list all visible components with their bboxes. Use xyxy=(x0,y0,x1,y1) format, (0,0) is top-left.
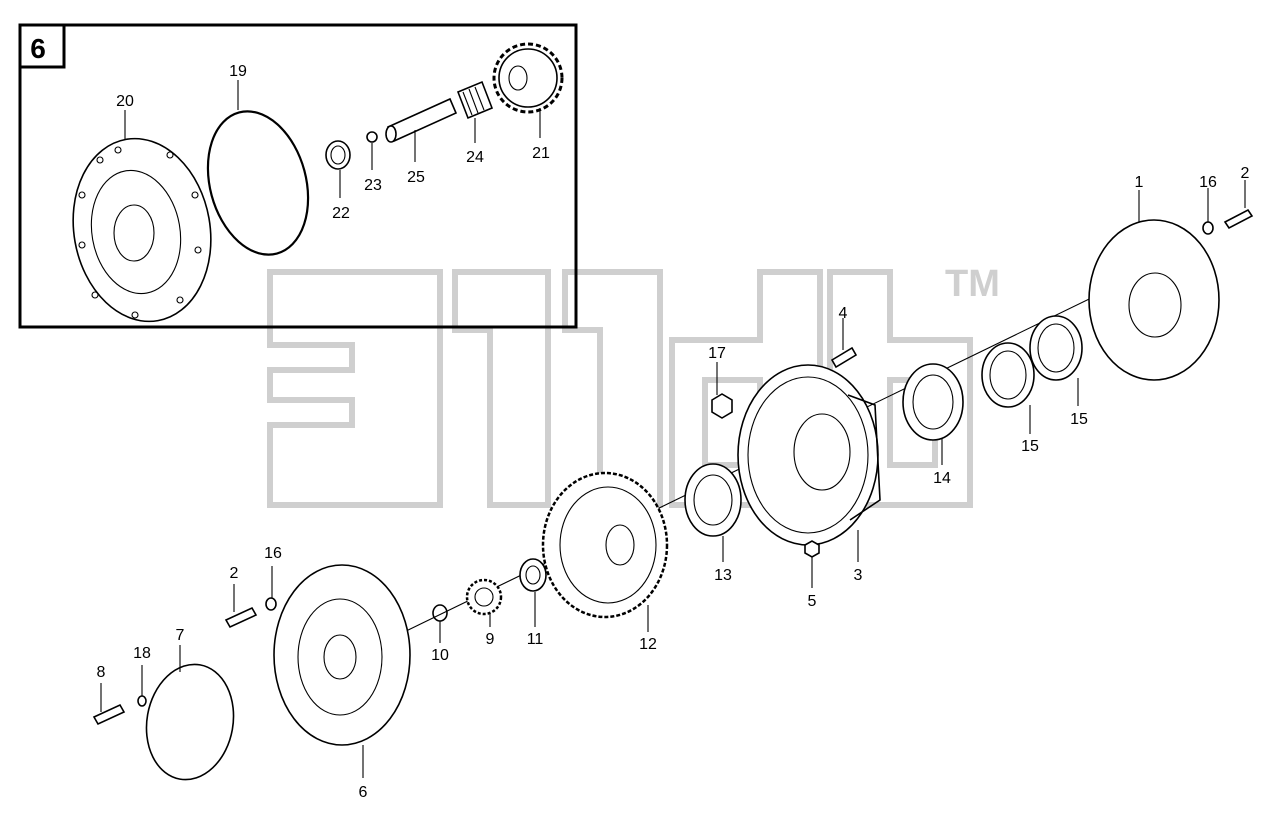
callout-4: 4 xyxy=(839,305,848,322)
callout-11: 11 xyxy=(527,631,544,648)
callout-3: 3 xyxy=(854,567,863,584)
callout-18: 18 xyxy=(133,645,151,662)
callout-5: 5 xyxy=(808,593,817,610)
callout-17: 17 xyxy=(708,345,726,362)
part-11-nut xyxy=(519,558,547,592)
watermark-trademark: TM xyxy=(945,263,1000,305)
part-19-o-ring xyxy=(206,110,310,256)
part-6-flange xyxy=(273,564,411,746)
part-21-gear xyxy=(492,42,564,114)
part-20-flange xyxy=(72,137,212,323)
part-18-washer xyxy=(137,695,147,707)
leader-lines xyxy=(100,80,1246,778)
part-5-nut xyxy=(804,540,820,558)
callout-15-left: 15 xyxy=(1021,438,1039,455)
part-17-nut xyxy=(711,393,733,419)
callout-22: 22 xyxy=(332,205,350,222)
part-3-hub-housing xyxy=(737,364,881,546)
part-24-needle-bearing xyxy=(456,80,494,120)
callout-21: 21 xyxy=(532,145,550,162)
callout-15-right: 15 xyxy=(1070,411,1088,428)
callout-16-right: 16 xyxy=(1199,174,1217,191)
callout-7: 7 xyxy=(176,627,185,644)
callout-12: 12 xyxy=(639,636,657,653)
inset-label: 6 xyxy=(30,33,46,64)
part-15-seal-a xyxy=(1029,315,1083,381)
callout-10: 10 xyxy=(431,647,449,664)
part-2-bolt-left xyxy=(224,606,258,629)
callout-8: 8 xyxy=(97,664,106,681)
callout-9: 9 xyxy=(486,631,495,648)
callout-labels: 20 19 22 23 25 24 21 1 16 2 4 17 15 15 1… xyxy=(97,63,1250,801)
part-14-bearing xyxy=(902,363,964,441)
part-10-ring xyxy=(432,604,448,622)
callout-13: 13 xyxy=(714,567,732,584)
callout-14: 14 xyxy=(933,470,951,487)
part-9-gear xyxy=(465,578,503,616)
part-12-ring-gear xyxy=(541,471,669,619)
callout-19: 19 xyxy=(229,63,247,80)
callout-6: 6 xyxy=(359,784,368,801)
inset-frame: 6 xyxy=(18,23,578,329)
callout-24: 24 xyxy=(466,149,484,166)
part-23-ball xyxy=(366,131,378,143)
callout-2-right: 2 xyxy=(1241,165,1250,182)
callout-25: 25 xyxy=(407,169,425,186)
callout-23: 23 xyxy=(364,177,382,194)
part-16-washer-right xyxy=(1202,221,1214,235)
part-25-pin xyxy=(385,97,458,143)
callout-2-left: 2 xyxy=(230,565,239,582)
callout-20: 20 xyxy=(116,93,134,110)
part-16-washer-left xyxy=(265,597,277,611)
part-22-ring xyxy=(325,140,351,170)
watermark-logo: TM xyxy=(267,263,1000,508)
part-15-seal-b xyxy=(981,342,1035,408)
part-13-bearing xyxy=(684,463,742,537)
part-2-bolt-right xyxy=(1223,208,1254,230)
part-1-disc xyxy=(1088,219,1220,381)
callout-1: 1 xyxy=(1135,174,1144,191)
part-4-bolt xyxy=(830,346,858,369)
part-7-cover xyxy=(145,663,235,781)
part-8-bolt xyxy=(92,703,126,726)
callout-16-left: 16 xyxy=(264,545,282,562)
